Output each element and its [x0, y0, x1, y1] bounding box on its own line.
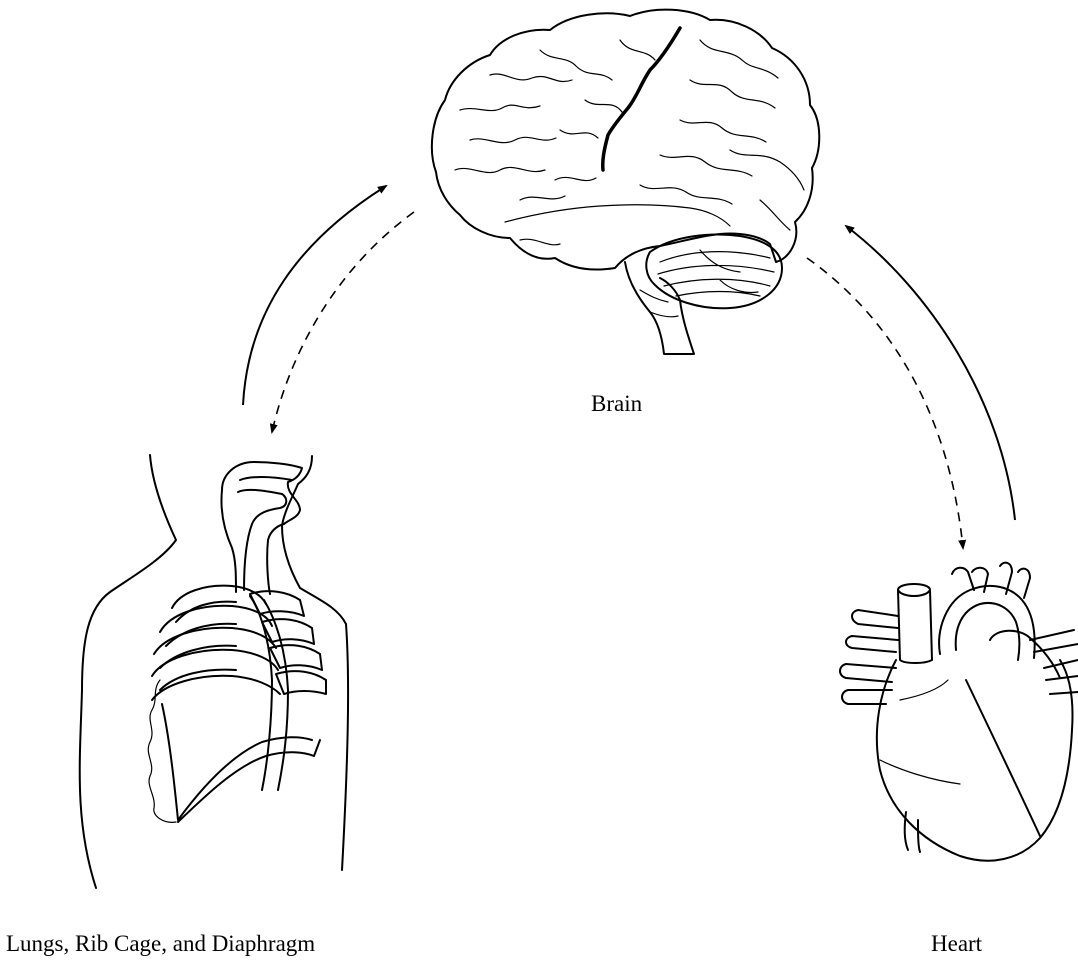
arrow-heart-to-brain — [846, 226, 1015, 520]
diaphragm — [162, 704, 320, 822]
arrow-lungs-to-brain — [243, 186, 386, 405]
brain-brainstem — [625, 262, 694, 354]
heart-body — [877, 660, 1073, 861]
brain-gyri — [455, 40, 804, 245]
lungs-illustration — [80, 455, 348, 888]
heart-groove — [966, 680, 1040, 836]
trachea-left — [221, 490, 236, 592]
rib-cage-inner — [160, 602, 236, 690]
heart-ivc — [905, 812, 920, 852]
heart-label: Heart — [931, 932, 982, 955]
airway-outer — [222, 462, 302, 594]
brain-label: Brain — [591, 392, 642, 415]
heart-aorta — [939, 586, 1035, 660]
torso-outline-left — [80, 455, 176, 888]
brain-cerebellum-folia — [658, 250, 774, 296]
intercostal-chain — [148, 680, 176, 822]
brain-central-sulcus — [603, 28, 680, 170]
brain-lateral-fissure — [505, 205, 730, 226]
heart-pulmonary-left — [840, 610, 898, 704]
heart-vena-cava — [898, 584, 932, 663]
heart-surface-detail — [880, 680, 960, 784]
heart-pulmonary-right — [1030, 630, 1078, 694]
lungs-label: Lungs, Rib Cage, and Diaphragm — [6, 932, 315, 955]
heart-pulmonary-trunk — [990, 631, 1060, 678]
airway-inner — [238, 477, 292, 590]
arrow-brain-to-lungs — [272, 212, 414, 432]
arrow-brain-to-heart — [807, 258, 963, 548]
heart-illustration — [840, 563, 1078, 861]
brain-brainstem-detail — [640, 290, 678, 317]
brain-illustration — [432, 10, 819, 354]
